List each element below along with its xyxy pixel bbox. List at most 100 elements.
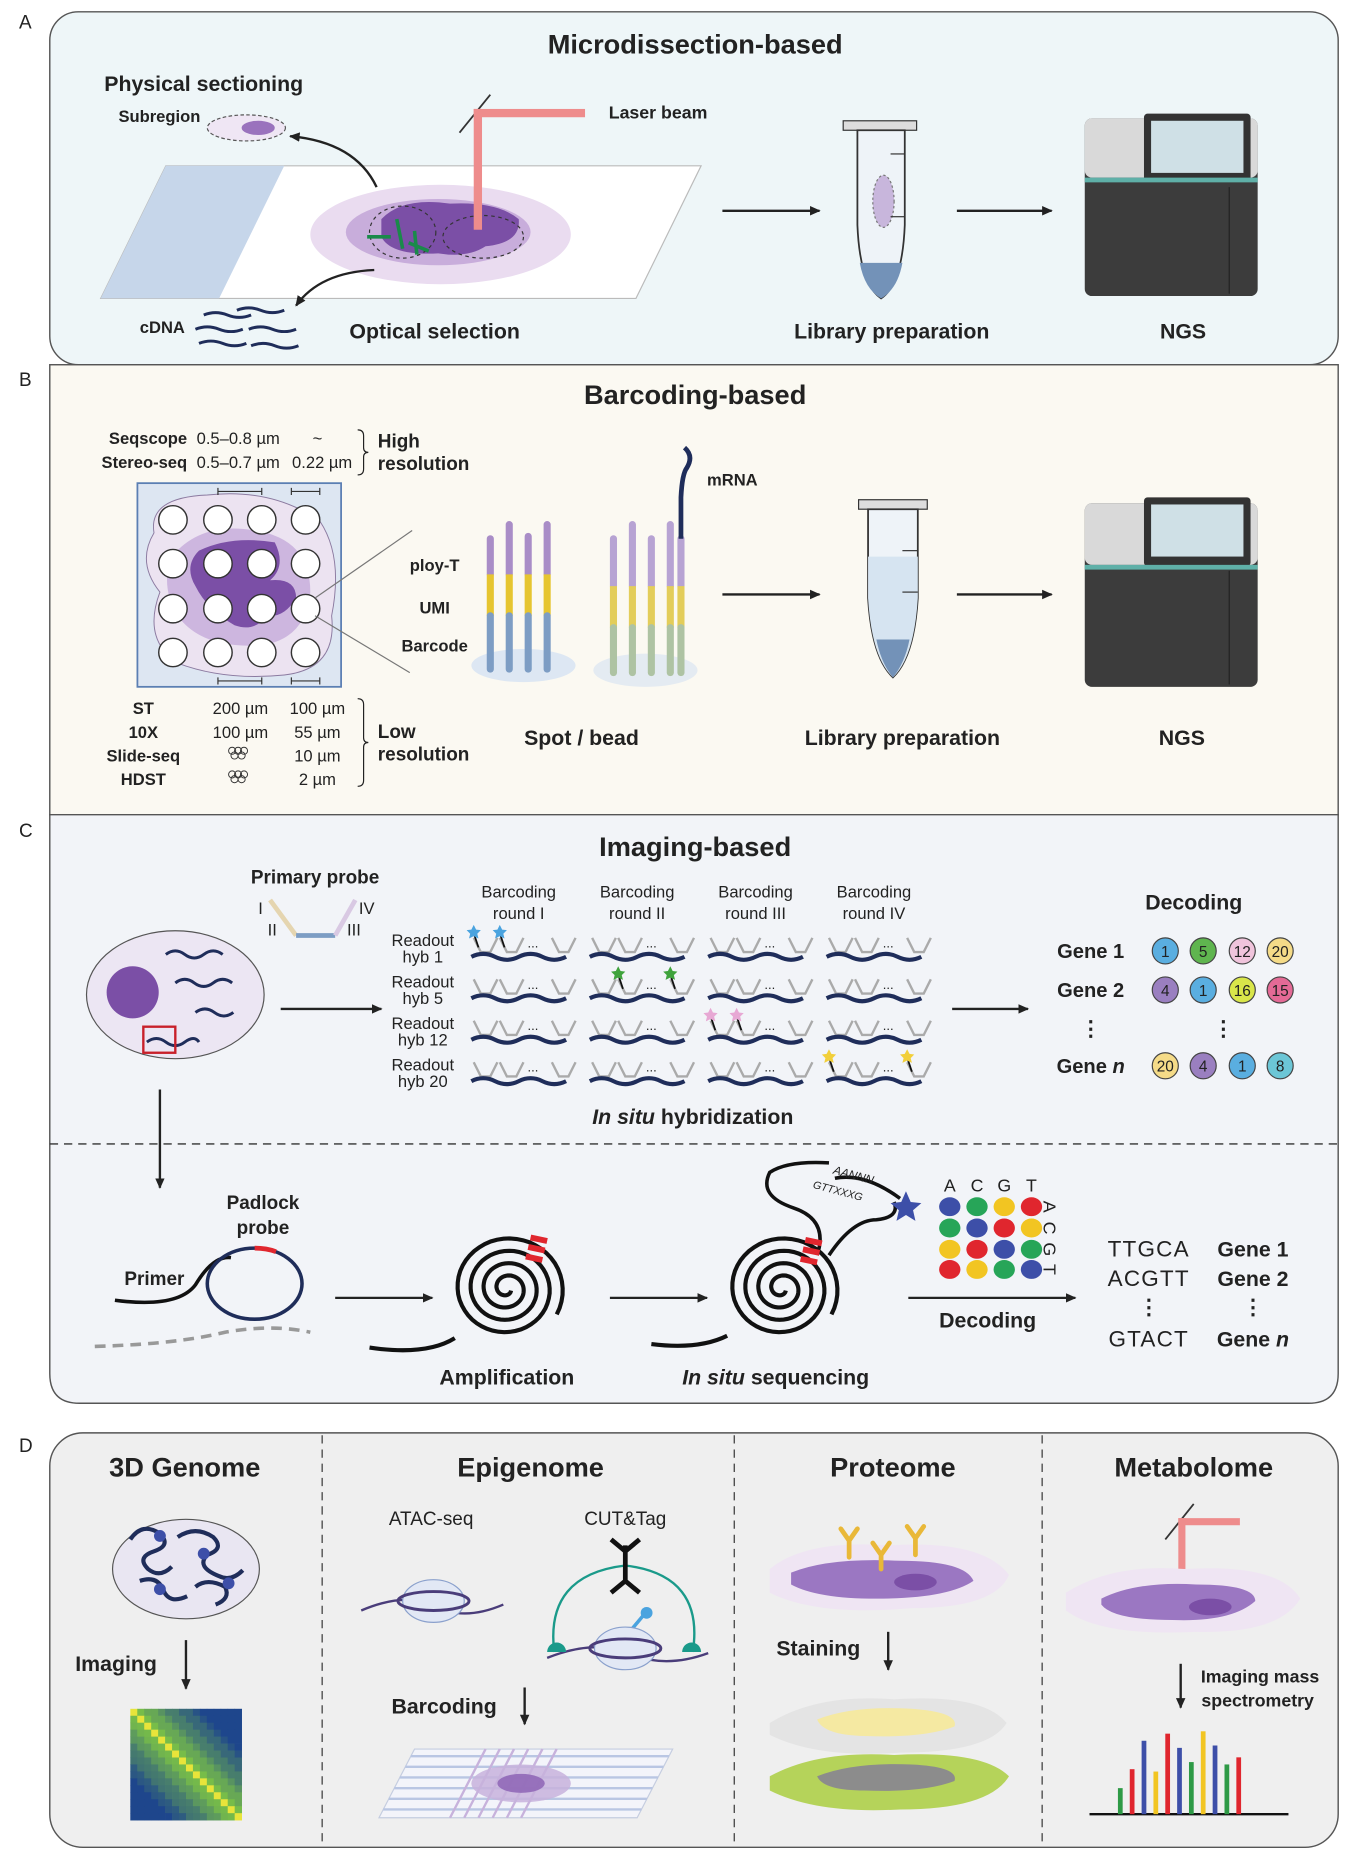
base-dot: [1020, 1239, 1043, 1259]
heatmap-cell: [192, 1743, 201, 1751]
heatmap-cell: [179, 1806, 187, 1814]
probe-numeral: I: [258, 899, 263, 918]
spot-spacing: ~: [313, 429, 323, 448]
library-tube-a: [842, 120, 918, 300]
zoom-line: [314, 615, 411, 674]
heatmap-cell: [151, 1757, 159, 1765]
padlock-probe-label: probe: [237, 1218, 290, 1239]
round-header: round III: [725, 904, 786, 923]
heatmap-cell: [220, 1813, 229, 1821]
spot-size: 100 µm: [213, 723, 269, 742]
heatmap-cell: [220, 1806, 229, 1814]
method-name: HDST: [121, 770, 166, 789]
encoding-probe: [787, 1061, 814, 1078]
fluorophore-star: [611, 966, 626, 980]
heatmap-cell: [199, 1778, 208, 1786]
heatmap-cell: [206, 1778, 215, 1786]
heatmap-cell: [179, 1736, 187, 1744]
heatmap-cell: [151, 1792, 159, 1800]
base-letter: A: [1039, 1201, 1059, 1213]
heatmap-cell: [206, 1806, 215, 1814]
heatmap-cell: [165, 1806, 173, 1814]
gene-name: Gene 2: [1217, 1267, 1288, 1291]
cdna-label: cDNA: [140, 318, 185, 337]
heatmap-cell: [179, 1771, 187, 1779]
target-mrna: [588, 1034, 686, 1045]
heatmap-cell: [185, 1722, 194, 1731]
heatmap-cell: [227, 1778, 236, 1786]
heatmap-cell: [151, 1778, 159, 1786]
heatmap-cell: [192, 1750, 201, 1758]
heatmap-cell: [144, 1799, 152, 1807]
heatmap-cell: [213, 1799, 222, 1807]
heatmap-cell: [192, 1736, 201, 1744]
ellipsis: ...: [883, 977, 894, 992]
code-number: 12: [1234, 944, 1251, 961]
base-dot: [966, 1218, 988, 1238]
readout-label: hyb 1: [403, 948, 444, 967]
heatmap-cell: [213, 1771, 222, 1779]
heatmap-cell: [213, 1708, 222, 1717]
base-dot: [993, 1197, 1015, 1217]
heatmap-cell: [151, 1799, 159, 1807]
padlock-ligation-site: [254, 1245, 277, 1254]
heatmap-cell: [151, 1771, 159, 1779]
heatmap-cell: [206, 1715, 215, 1724]
encoding-probe: [906, 937, 932, 954]
heatmap-cell: [185, 1736, 194, 1744]
encoding-probe: [498, 1061, 525, 1078]
target-mrna: [588, 993, 686, 1004]
heatmap-cell: [165, 1743, 173, 1751]
heatmap-cell: [220, 1743, 229, 1751]
heatmap-cell: [158, 1764, 166, 1772]
optical-selection-label: Optical selection: [349, 320, 519, 344]
base-dot: [939, 1218, 961, 1238]
padlock-probe-label: Padlock: [227, 1193, 300, 1214]
spot-size: 0.5–0.8 µm: [197, 429, 280, 448]
gene-name: Gene n: [1217, 1327, 1289, 1351]
encoding-probe: [669, 1061, 696, 1078]
readout-label: hyb 5: [403, 989, 444, 1008]
heatmap-cell: [227, 1799, 236, 1807]
capture-spot: [203, 637, 233, 668]
base-letter: T: [1039, 1264, 1059, 1275]
heatmap-cell: [172, 1743, 180, 1751]
heatmap-cell: [137, 1757, 145, 1765]
heatmap-cell: [158, 1729, 166, 1737]
heatmap-cell: [220, 1792, 229, 1800]
heatmap-cell: [192, 1799, 201, 1807]
heatmap-cell: [185, 1813, 194, 1821]
readout-label: hyb 12: [398, 1031, 448, 1050]
capture-spot: [290, 504, 321, 535]
nucleosome-atac: [360, 1579, 504, 1623]
code-circle: [1151, 1052, 1179, 1080]
capture-spot: [246, 548, 277, 579]
code-number: 5: [1199, 944, 1208, 961]
cut-tag-assembly: [546, 1537, 709, 1671]
capture-spot: [290, 548, 321, 579]
selected-region-outline: [442, 214, 525, 259]
heatmap-cell: [213, 1778, 222, 1786]
code-number: 4: [1199, 1059, 1208, 1076]
library-preparation-label-b: Library preparation: [805, 726, 1000, 750]
hybridization-cell: ...: [821, 1049, 932, 1087]
heatmap-cell: [213, 1743, 222, 1751]
heatmap-cell: [213, 1792, 222, 1800]
heatmap-cell: [206, 1729, 215, 1737]
ellipsis: ...: [883, 935, 894, 950]
heatmap-cell: [130, 1771, 138, 1779]
heatmap-cell: [151, 1806, 159, 1814]
ellipsis: ...: [528, 1018, 539, 1033]
readout-label: Readout: [391, 931, 454, 950]
zoom-line: [314, 530, 413, 599]
heatmap-cell: [137, 1778, 145, 1786]
capture-spot: [203, 548, 233, 579]
heatmap-cell: [199, 1757, 208, 1765]
heatmap-cell: [130, 1813, 138, 1821]
code-circle: [1228, 937, 1256, 965]
hybridization-cell: ...: [703, 1007, 814, 1045]
encoding-probe: [735, 1061, 762, 1078]
heatmap-cell: [137, 1792, 145, 1800]
encoding-probe: [550, 978, 577, 995]
